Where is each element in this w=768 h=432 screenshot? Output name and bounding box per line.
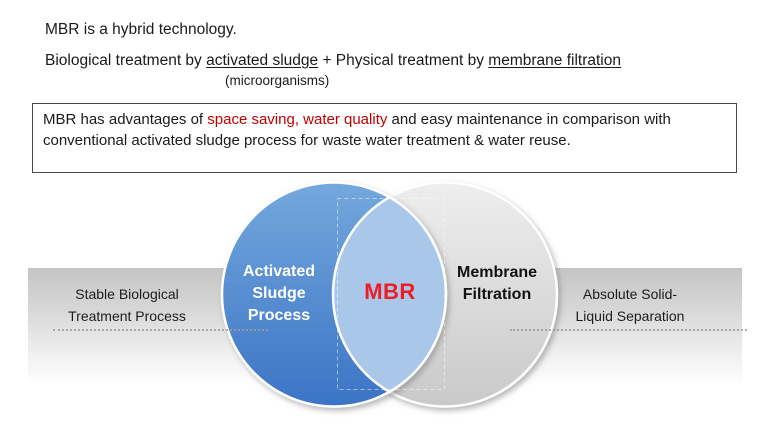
overlap-label: MBR — [364, 279, 416, 304]
right-caption-line2: Liquid Separation — [575, 308, 685, 324]
subtitle-text: Biological treatment by activated sludge… — [45, 52, 621, 70]
advantages-box: MBR has advantages of space saving, wate… — [32, 103, 737, 173]
left-caption-line1: Stable Biological — [75, 286, 179, 302]
right-caption-line1: Absolute Solid- — [582, 286, 678, 302]
title-text: MBR is a hybrid technology. — [45, 21, 237, 38]
subtitle-underline-membrane-filtration: membrane filtration — [488, 52, 621, 69]
right-caption: Absolute Solid- Liquid Separation — [540, 283, 720, 327]
right-circle-label: Membrane Filtration — [437, 262, 557, 306]
advantages-part1: MBR has advantages of — [43, 111, 208, 128]
left-dotted-connector — [53, 329, 268, 331]
left-circle-label-line2: Sludge — [252, 285, 306, 302]
advantages-part2: and easy maintenance in comparison with … — [43, 111, 671, 149]
subtitle-part2: + Physical treatment by — [318, 52, 489, 69]
advantages-highlight: space saving, water quality — [207, 111, 388, 128]
left-caption: Stable Biological Treatment Process — [37, 283, 217, 327]
left-circle-label-line3: Process — [247, 307, 311, 324]
subtitle-part1: Biological treatment by — [45, 52, 207, 69]
microorganisms-note: (microorganisms) — [225, 73, 330, 88]
left-circle-label: Activated Sludge Process — [219, 261, 339, 327]
overlap-lens — [331, 195, 448, 394]
left-caption-line2: Treatment Process — [68, 308, 186, 324]
right-circle-label-line2: Filtration — [462, 286, 532, 303]
right-dotted-connector — [510, 329, 747, 331]
subtitle-underline-activated-sludge: activated sludge — [206, 52, 319, 69]
left-circle-label-line1: Activated — [242, 263, 316, 280]
right-circle-label-line1: Membrane — [456, 264, 538, 281]
selection-outline — [337, 198, 445, 390]
advantages-text: MBR has advantages of space saving, wate… — [43, 109, 671, 151]
